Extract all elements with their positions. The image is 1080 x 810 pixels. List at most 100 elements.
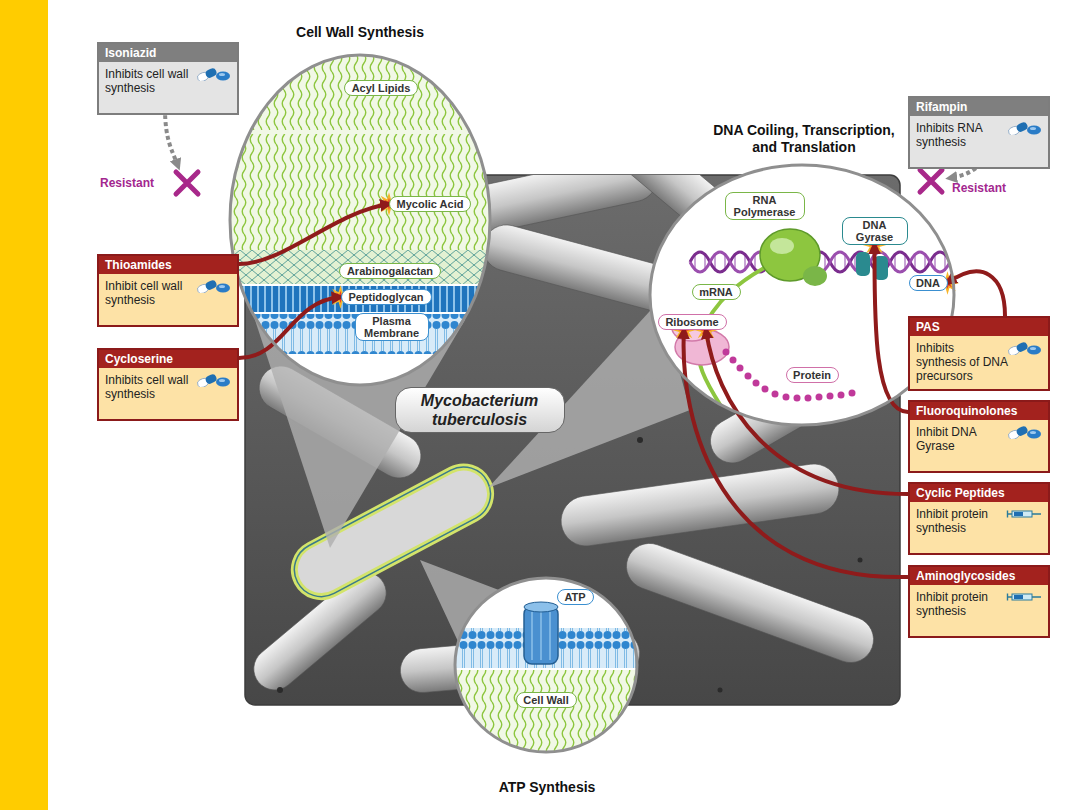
drug-name: PAS: [910, 318, 1048, 336]
part-label: Plasma Membrane: [355, 313, 429, 341]
part-name: Acyl Lipids: [352, 82, 411, 94]
part-name: ATP: [564, 591, 585, 603]
illustration-part: [1015, 121, 1028, 133]
illustration-part: [718, 688, 723, 693]
illustration-part: [165, 108, 178, 166]
drug-target-arrow: [239, 204, 389, 264]
illustration-part: [1012, 511, 1032, 517]
part-label: mRNA: [692, 284, 741, 300]
part-name: Peptidoglycan: [348, 291, 423, 303]
illustration-part: [816, 394, 823, 401]
section-title: ATP Synthesis: [499, 779, 596, 796]
cell-wall-cutaway: [230, 55, 490, 385]
illustration-part: [1014, 512, 1023, 516]
part-label: Cell Wall: [516, 692, 577, 708]
syringe-icon: [1006, 507, 1042, 521]
drug-effect: Inhibits RNA synthesis: [916, 121, 982, 149]
illustration-part: [558, 461, 842, 549]
illustration-part: [620, 537, 880, 669]
illustration-part: [277, 687, 283, 693]
illustration-part: [1012, 594, 1032, 600]
illustration-part: [1007, 121, 1029, 135]
illustration-part: [637, 437, 643, 443]
drug-effect: Inhibit cell wall synthesis: [105, 279, 182, 307]
illustration-part: [204, 373, 217, 385]
resistance-label: Resistant: [100, 176, 154, 190]
part-label: Protein: [786, 367, 839, 383]
drug-effect: Inhibit protein synthesis: [916, 590, 988, 618]
illustration-part: [1007, 425, 1029, 439]
part-label: Arabinogalactan: [339, 263, 441, 279]
illustration-part: [1008, 594, 1042, 601]
drug-box: Cyclic PeptidesInhibit protein synthesis: [908, 482, 1050, 555]
section-title: Cell Wall Synthesis: [228, 24, 492, 41]
illustration-part: [794, 395, 801, 402]
illustration-part: [204, 67, 217, 79]
drug-effect: Inhibit DNA Gyrase: [916, 425, 976, 453]
illustration-part: [827, 393, 834, 400]
drug-effect: Inhibits cell wall synthesis: [105, 67, 188, 95]
drug-effect-panel: Inhibit cell wall synthesis: [99, 274, 237, 325]
drug-name: Isoniazid: [99, 44, 237, 62]
section-circle: Cell Wall SynthesisAcyl LipidsMycolic Ac…: [228, 24, 492, 388]
illustration-part: [770, 238, 794, 254]
illustration-part: [745, 373, 752, 380]
illustration-part: [524, 606, 558, 664]
illustration-part: [216, 72, 230, 81]
circle-outline: [452, 574, 642, 796]
drug-name: Rifampin: [910, 98, 1048, 116]
illustration-part: [723, 349, 730, 356]
organism-label: Mycobacterium tuberculosis: [395, 387, 565, 433]
illustration-part: [455, 670, 637, 755]
illustration-part: [230, 250, 490, 284]
part-label: Acyl Lipids: [344, 80, 418, 96]
illustration-part: [762, 386, 769, 393]
drug-target-arrow: [874, 245, 908, 412]
drug-effect-panel: Inhibit DNA Gyrase: [910, 420, 1048, 471]
organism-name: Mycobacterium tuberculosis: [421, 392, 538, 428]
drug-target-arrow: [684, 330, 908, 577]
part-label: ATP: [557, 589, 594, 605]
illustration-part: [524, 602, 558, 612]
illustration-part: [838, 392, 845, 399]
part-name: DNA Gyrase: [856, 219, 893, 243]
illustration-part: [1007, 341, 1029, 355]
illustration-part: [772, 391, 779, 398]
part-label: RNA Polymerase: [725, 192, 805, 220]
drug-name: Thioamides: [99, 256, 237, 274]
illustration-part: [849, 390, 856, 397]
illustration-part: [1030, 347, 1036, 350]
illustration-part: [219, 73, 225, 76]
resistance-label: Resistant: [952, 181, 1006, 195]
part-name: mRNA: [699, 286, 733, 298]
drug-name: Fluoroquinolones: [910, 402, 1048, 420]
illustration-part: [1027, 346, 1041, 355]
part-name: Plasma Membrane: [364, 315, 419, 339]
illustration-part: [216, 378, 230, 387]
drug-effect: Inhibits cell wall synthesis: [105, 373, 188, 401]
illustration-part: [858, 558, 863, 563]
drug-effect-panel: Inhibit protein synthesis: [910, 502, 1048, 553]
illustration-part: [196, 67, 218, 81]
drug-effect-panel: Inhibit protein synthesis: [910, 585, 1048, 636]
drug-target-arrow: [948, 272, 1006, 316]
capsule-icon: [195, 373, 231, 387]
drug-box: FluoroquinolonesInhibit DNA Gyrase: [908, 400, 1050, 473]
illustration-part: [230, 286, 490, 312]
drug-box: PASInhibits synthesis of DNA precursors: [908, 316, 1050, 391]
illustration-part: [856, 252, 870, 276]
illustration-part: [920, 170, 942, 192]
part-label: Peptidoglycan: [341, 289, 432, 305]
illustration-part: [1015, 425, 1028, 437]
syringe-icon: [1006, 590, 1042, 604]
side-bar: [0, 0, 48, 810]
illustration-part: [455, 602, 637, 755]
illustration-part: [783, 394, 790, 401]
illustration-part: [532, 612, 550, 660]
illustration-part: [1008, 511, 1042, 518]
illustration-part: [196, 279, 218, 293]
part-label: DNA Gyrase: [842, 217, 908, 245]
illustration-part: [1015, 341, 1028, 353]
part-name: Cell Wall: [523, 694, 568, 706]
